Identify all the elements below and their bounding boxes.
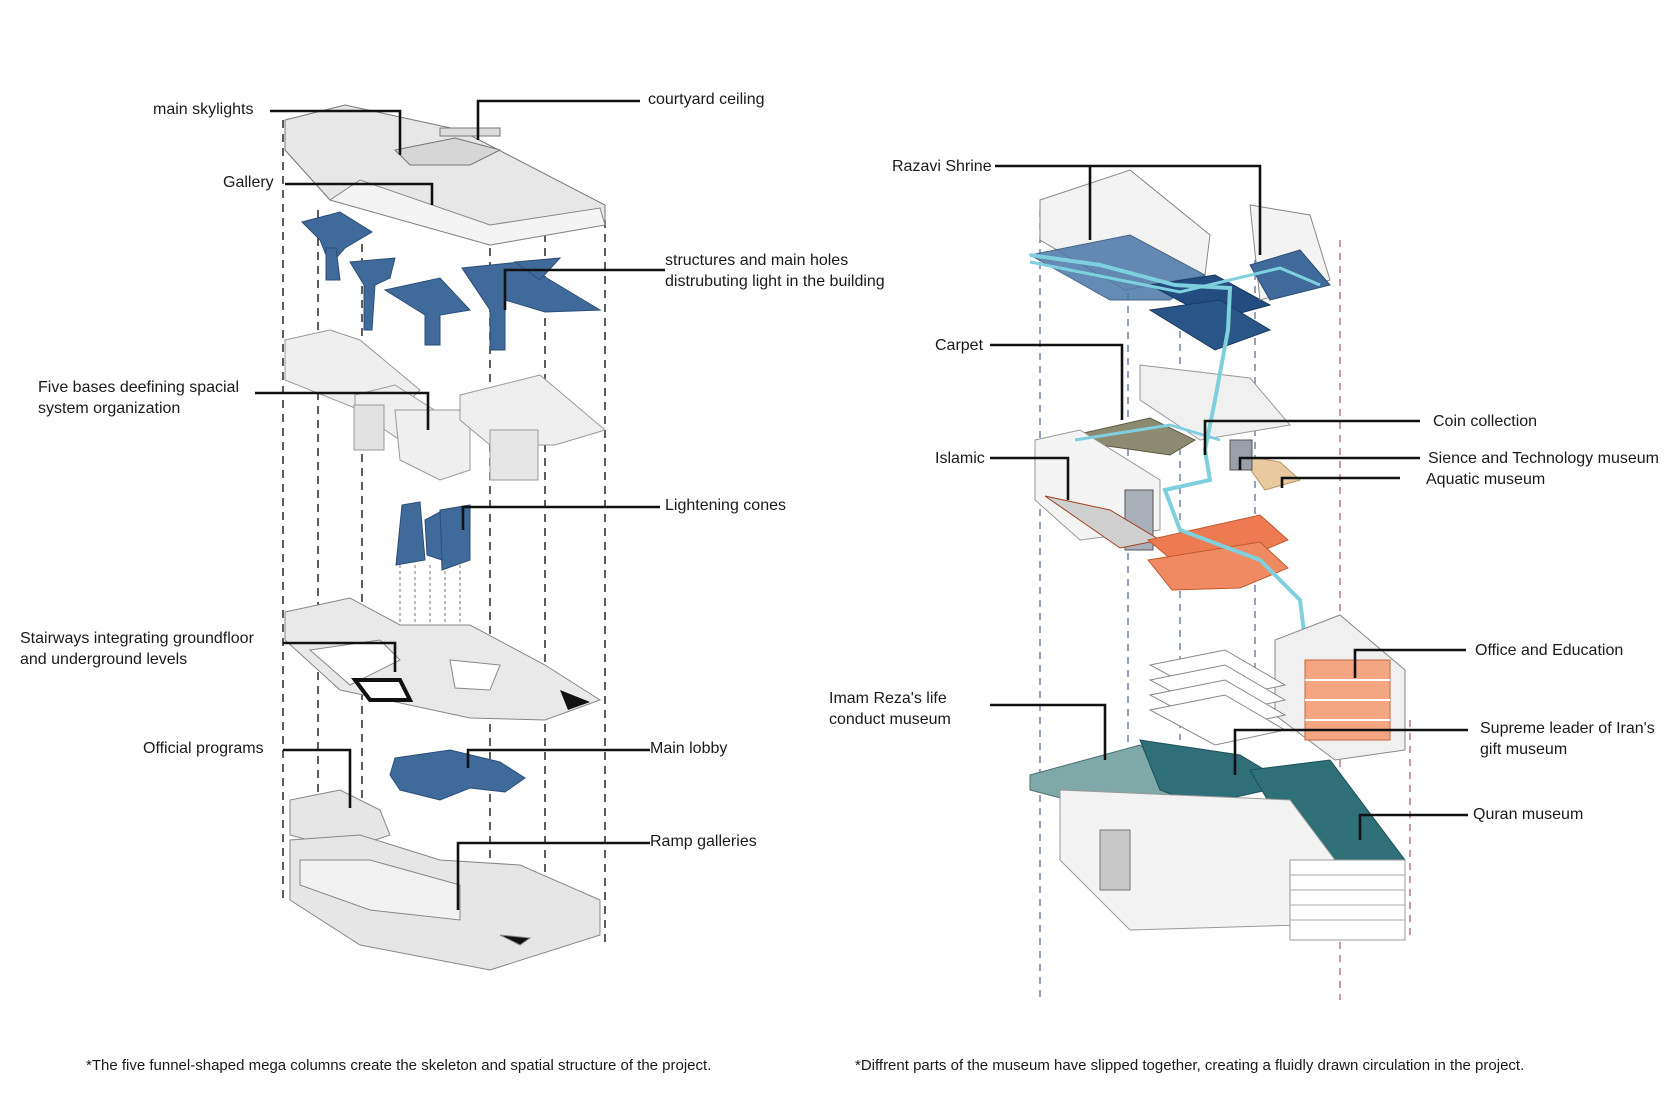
stairway-plate <box>284 597 602 721</box>
label-supreme-leader-line2: gift museum <box>1480 741 1568 758</box>
lightening-cones <box>395 501 471 571</box>
label-five-bases-line2: system organization <box>38 400 181 417</box>
label-quran: Quran museum <box>1473 806 1584 823</box>
right-axonometric <box>1028 169 1411 1000</box>
label-ramp-galleries: Ramp galleries <box>650 833 757 850</box>
islamic-level <box>1034 429 1289 591</box>
label-islamic: Islamic <box>935 450 985 467</box>
teal-ground-plates <box>1029 739 1406 941</box>
caption-left: *The five funnel-shaped mega columns cre… <box>86 1057 712 1074</box>
label-imam-reza-line1: Imam Reza's life <box>829 690 947 707</box>
five-bases <box>284 329 607 481</box>
office-education-block <box>1274 614 1406 761</box>
structure-funnels <box>301 211 602 351</box>
label-office-education: Office and Education <box>1475 642 1624 659</box>
left-axonometric <box>282 104 607 971</box>
roof-layer <box>284 104 606 246</box>
label-supreme-leader-line1: Supreme leader of Iran's <box>1480 720 1655 737</box>
label-razavi-shrine: Razavi Shrine <box>892 158 992 175</box>
label-imam-reza-line2: conduct museum <box>829 711 951 728</box>
right-leader-lines <box>990 164 1468 840</box>
label-main-skylights: main skylights <box>153 101 254 118</box>
label-stairways-line1: Stairways integrating groundfloor <box>20 630 254 647</box>
label-structures-line1: structures and main holes <box>665 252 849 269</box>
main-lobby <box>389 749 526 801</box>
label-courtyard-ceiling: courtyard ceiling <box>648 91 765 108</box>
label-five-bases-line1: Five bases deefining spacial <box>38 379 240 396</box>
stacked-floors <box>1148 649 1287 746</box>
label-gallery: Gallery <box>223 174 274 191</box>
ground-plate <box>289 789 601 971</box>
label-aquatic: Aquatic museum <box>1426 471 1546 488</box>
label-science-technology: Sience and Technology museum <box>1428 450 1659 467</box>
label-official-programs: Official programs <box>143 740 264 757</box>
label-main-lobby: Main lobby <box>650 740 728 757</box>
label-coin-collection: Coin collection <box>1433 413 1538 430</box>
label-lightening-cones: Lightening cones <box>665 497 786 514</box>
label-stairways-line2: and underground levels <box>20 651 188 668</box>
caption-right: *Diffrent parts of the museum have slipp… <box>855 1057 1525 1074</box>
left-leader-lines <box>255 99 665 910</box>
label-carpet: Carpet <box>935 337 984 354</box>
label-structures-line2: distrubuting light in the building <box>665 273 885 290</box>
